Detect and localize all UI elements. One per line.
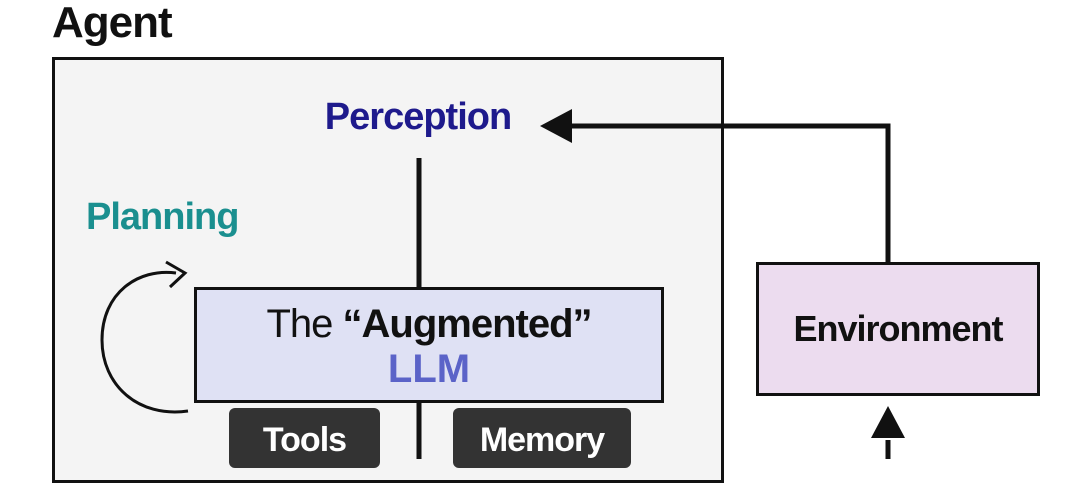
perception-arrowhead bbox=[540, 109, 572, 143]
tools-module: Tools bbox=[229, 408, 380, 468]
planning-label: Planning bbox=[86, 196, 239, 238]
planning-loop-arrowhead bbox=[165, 260, 188, 289]
llm-prefix: The bbox=[266, 302, 333, 346]
planning-loop-arrow bbox=[100, 270, 189, 414]
environment-arrowhead bbox=[871, 406, 905, 438]
diagram-connectors bbox=[100, 109, 905, 459]
agent-title: Agent bbox=[52, 0, 173, 47]
augmented-llm-box: The “Augmented” LLM bbox=[194, 287, 664, 403]
environment-to-perception-arrow bbox=[572, 123, 891, 262]
memory-module: Memory bbox=[453, 408, 631, 468]
perception-label: Perception bbox=[324, 96, 512, 138]
llm-title-line: The “Augmented” bbox=[197, 302, 661, 347]
llm-emphasis: “Augmented” bbox=[342, 302, 593, 346]
llm-name: LLM bbox=[387, 347, 471, 391]
environment-box: Environment bbox=[756, 262, 1040, 396]
